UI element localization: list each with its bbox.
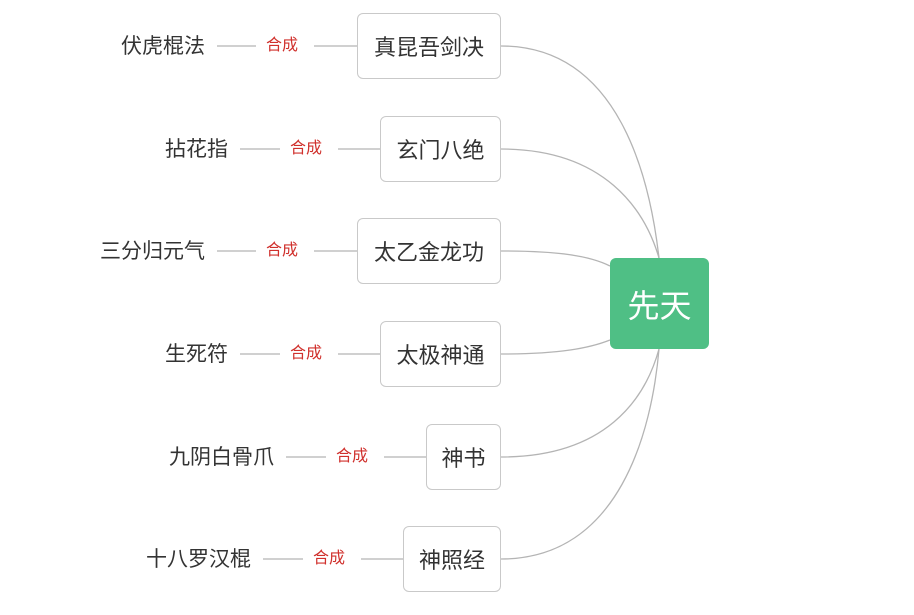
source-skill-label: 拈花指 <box>165 137 228 161</box>
skill-node[interactable]: 玄门八绝 <box>380 116 501 182</box>
root-connector <box>500 348 660 458</box>
source-skill-label: 生死符 <box>165 342 228 366</box>
skill-node[interactable]: 太极神通 <box>380 321 501 387</box>
root-node[interactable]: 先天 <box>610 258 709 349</box>
merge-label: 合成 <box>313 548 346 567</box>
merge-label: 合成 <box>290 138 323 157</box>
merge-label: 合成 <box>266 35 299 54</box>
root-connector <box>500 250 611 267</box>
skill-node[interactable]: 神书 <box>426 424 501 490</box>
source-skill-label: 伏虎棍法 <box>121 34 205 58</box>
merge-label: 合成 <box>266 240 299 259</box>
skill-node[interactable]: 太乙金龙功 <box>357 218 501 284</box>
source-skill-label: 十八罗汉棍 <box>146 547 251 571</box>
root-connector <box>500 348 660 560</box>
root-connector <box>500 45 660 259</box>
skill-node[interactable]: 神照经 <box>403 526 501 592</box>
source-skill-label: 九阴白骨爪 <box>169 445 274 469</box>
source-skill-label: 三分归元气 <box>100 239 205 263</box>
root-connector <box>500 339 611 355</box>
merge-label: 合成 <box>336 446 369 465</box>
merge-label: 合成 <box>290 343 323 362</box>
root-connector <box>500 148 660 259</box>
skill-node[interactable]: 真昆吾剑决 <box>357 13 501 79</box>
